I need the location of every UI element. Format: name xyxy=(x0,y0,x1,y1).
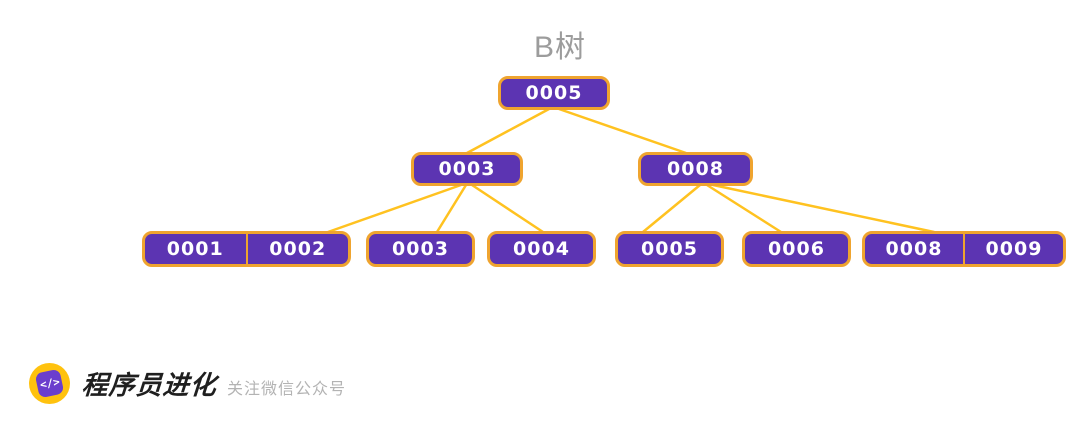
node-key: 0005 xyxy=(641,238,698,260)
node-key: 0001 xyxy=(166,238,224,260)
tree-node-leaf-0008-0009: 0008 0009 xyxy=(862,231,1066,267)
tree-edge-internal-0008-to-leaf-0008-0009 xyxy=(711,183,936,234)
tree-edge-internal-0003-to-leaf-0003 xyxy=(435,183,468,234)
node-key: 0004 xyxy=(513,238,570,260)
node-key: 0006 xyxy=(768,238,825,260)
tree-node-internal-0008: 0008 xyxy=(638,152,753,186)
node-key: 0008 xyxy=(885,238,943,260)
tree-node-root-0005: 0005 xyxy=(498,76,610,110)
tree-node-leaf-0006: 0006 xyxy=(742,231,851,267)
tree-edge-internal-0003-to-leaf-0004 xyxy=(470,183,545,234)
brand-subtitle: 关注微信公众号 xyxy=(227,380,347,398)
tree-node-leaf-0003: 0003 xyxy=(366,231,475,267)
tree-node-leaf-0001-0002: 0001 0002 xyxy=(142,231,351,267)
node-key: 0009 xyxy=(963,234,1063,264)
code-icon-glyph: </> xyxy=(38,375,61,392)
tree-edge-root-0005-to-internal-0008 xyxy=(557,107,688,155)
tree-edge-root-0005-to-internal-0003 xyxy=(465,107,551,155)
tree-node-leaf-0005: 0005 xyxy=(615,231,724,267)
diagram-title: B树 xyxy=(533,31,587,64)
tree-node-internal-0003: 0003 xyxy=(411,152,523,186)
code-icon: </> xyxy=(34,368,65,399)
node-key: 0005 xyxy=(525,82,583,104)
brand-name: 程序员进化 xyxy=(80,370,218,400)
tree-edge-internal-0008-to-leaf-0005 xyxy=(641,183,702,234)
brand-logo: </> xyxy=(29,363,70,404)
brand-footer: </> 程序员进化 关注微信公众号 xyxy=(29,363,346,404)
tree-edge-internal-0008-to-leaf-0006 xyxy=(705,183,783,234)
node-key: 0003 xyxy=(392,238,449,260)
node-key: 0003 xyxy=(438,158,496,180)
tree-node-leaf-0004: 0004 xyxy=(487,231,596,267)
node-key: 0002 xyxy=(245,234,349,264)
node-key: 0008 xyxy=(667,158,724,180)
tree-edge-internal-0003-to-leaf-0001-0002 xyxy=(326,183,463,234)
